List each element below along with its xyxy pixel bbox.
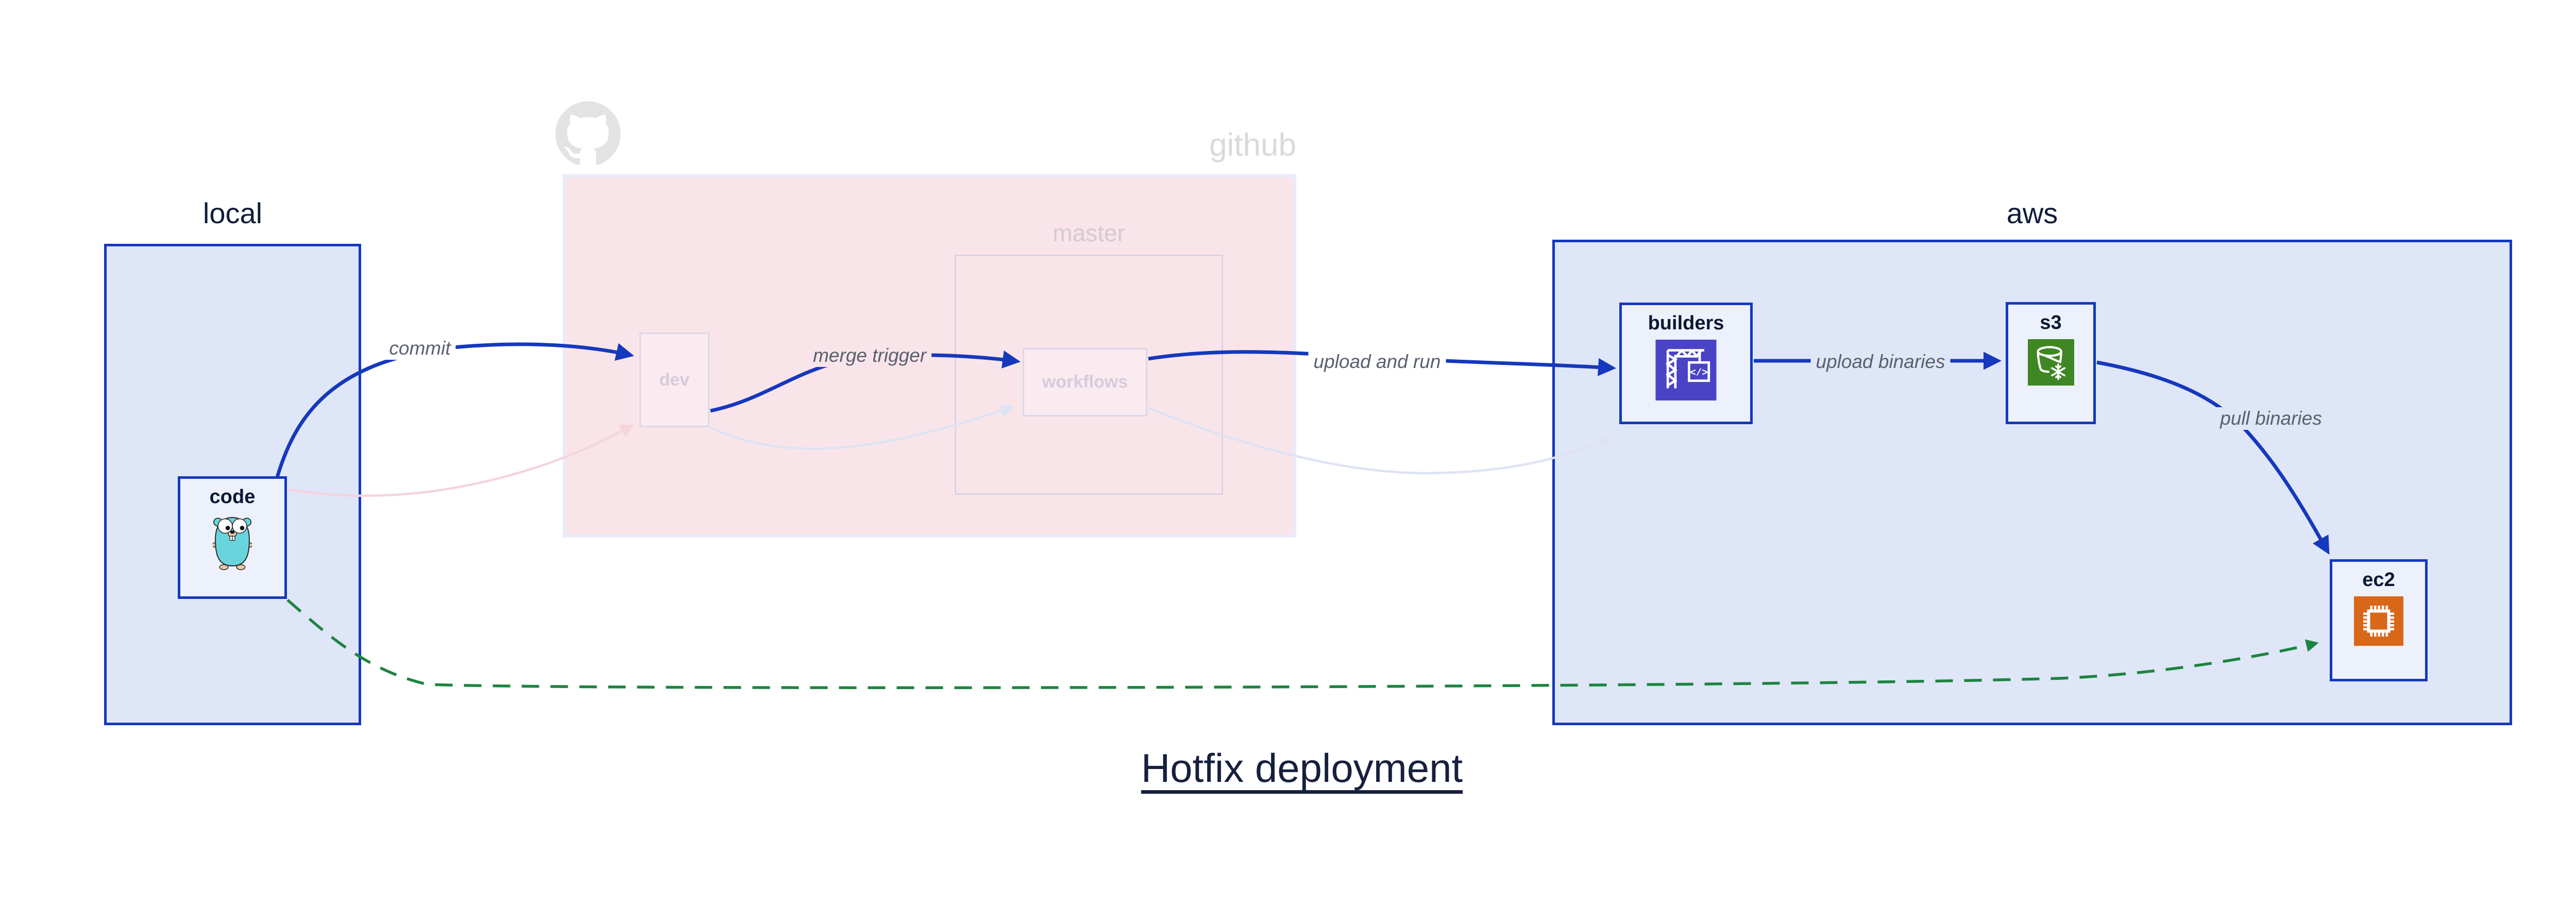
node-code: code: [178, 476, 287, 599]
aws-group-label: aws: [2006, 197, 2058, 229]
edge-label-merge-trigger: merge trigger: [807, 344, 932, 367]
node-ec2: ec2: [2330, 559, 2428, 681]
go-gopher-icon: [213, 517, 252, 570]
node-builders-label: builders: [1648, 312, 1724, 334]
edge-label-upload-binaries: upload binaries: [1810, 350, 1951, 373]
node-dev: dev: [639, 332, 709, 427]
github-group-label: github: [1209, 127, 1296, 163]
diagram-title: Hotfix deployment: [1141, 745, 1463, 791]
github-octocat-icon: [555, 101, 621, 165]
aws-s3-glacier-icon: [2027, 339, 2074, 386]
node-workflows-label: workflows: [1042, 372, 1128, 392]
node-builders: builders </>: [1619, 303, 1753, 424]
edge-label-pull-binaries: pull binaries: [2215, 407, 2327, 430]
code-glyph: </>: [1690, 367, 1708, 378]
node-code-label: code: [209, 486, 256, 508]
node-ec2-label: ec2: [2362, 569, 2395, 591]
aws-ec2-icon: [2354, 596, 2403, 646]
edge-label-upload-and-run: upload and run: [1308, 350, 1446, 373]
local-group-label: local: [202, 197, 263, 229]
node-s3: s3: [2006, 302, 2096, 424]
node-workflows: workflows: [1023, 348, 1147, 416]
node-s3-label: s3: [2040, 312, 2062, 333]
node-dev-label: dev: [659, 370, 690, 390]
edge-label-commit: commit: [384, 337, 456, 360]
aws-codebuild-icon: </>: [1655, 340, 1717, 400]
master-group-label: master: [1053, 220, 1125, 246]
